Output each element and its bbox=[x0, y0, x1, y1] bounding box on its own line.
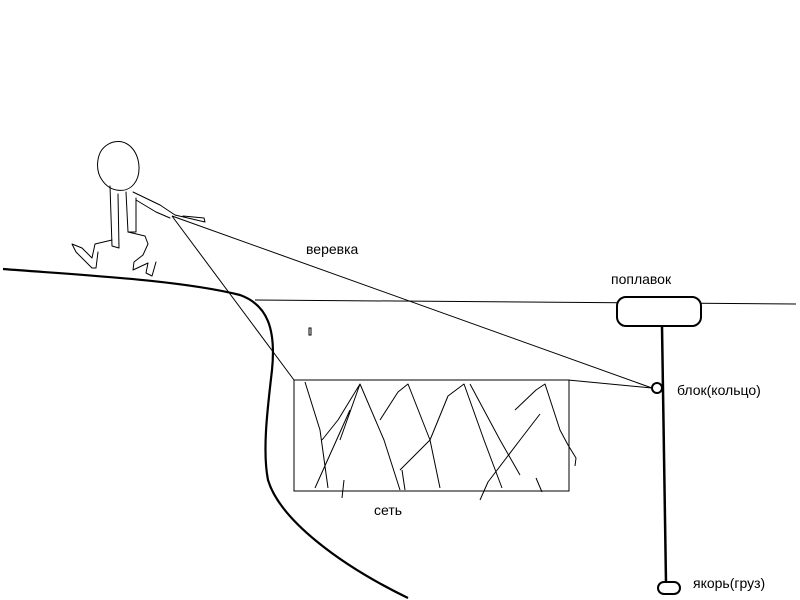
rope-to-pulley bbox=[171, 215, 653, 389]
person-head bbox=[97, 141, 140, 191]
rope-to-net bbox=[171, 215, 295, 381]
float-label: поплавок bbox=[611, 271, 672, 287]
shore-line bbox=[2, 267, 409, 599]
anchor-label: якорь(груз) bbox=[693, 575, 765, 591]
person-arm bbox=[132, 191, 206, 223]
anchor-weight bbox=[657, 581, 681, 595]
rope-label: веревка bbox=[306, 241, 359, 257]
net-mesh bbox=[304, 381, 577, 501]
person-body bbox=[109, 185, 120, 249]
net bbox=[293, 379, 577, 501]
net-frame bbox=[293, 379, 570, 492]
net-to-pulley-rope bbox=[567, 379, 653, 389]
anchor-line bbox=[660, 325, 668, 584]
pulley-label: блок(кольцо) bbox=[677, 382, 761, 398]
person-leg-right bbox=[127, 231, 157, 277]
water-surface-line bbox=[254, 299, 797, 305]
person-figure bbox=[71, 141, 206, 277]
small-mark bbox=[308, 327, 312, 336]
person-leg-left bbox=[71, 239, 113, 269]
ropes bbox=[171, 215, 653, 389]
net-label: сеть bbox=[374, 502, 402, 518]
float-shape bbox=[616, 296, 702, 327]
pulley-ring bbox=[651, 382, 663, 394]
